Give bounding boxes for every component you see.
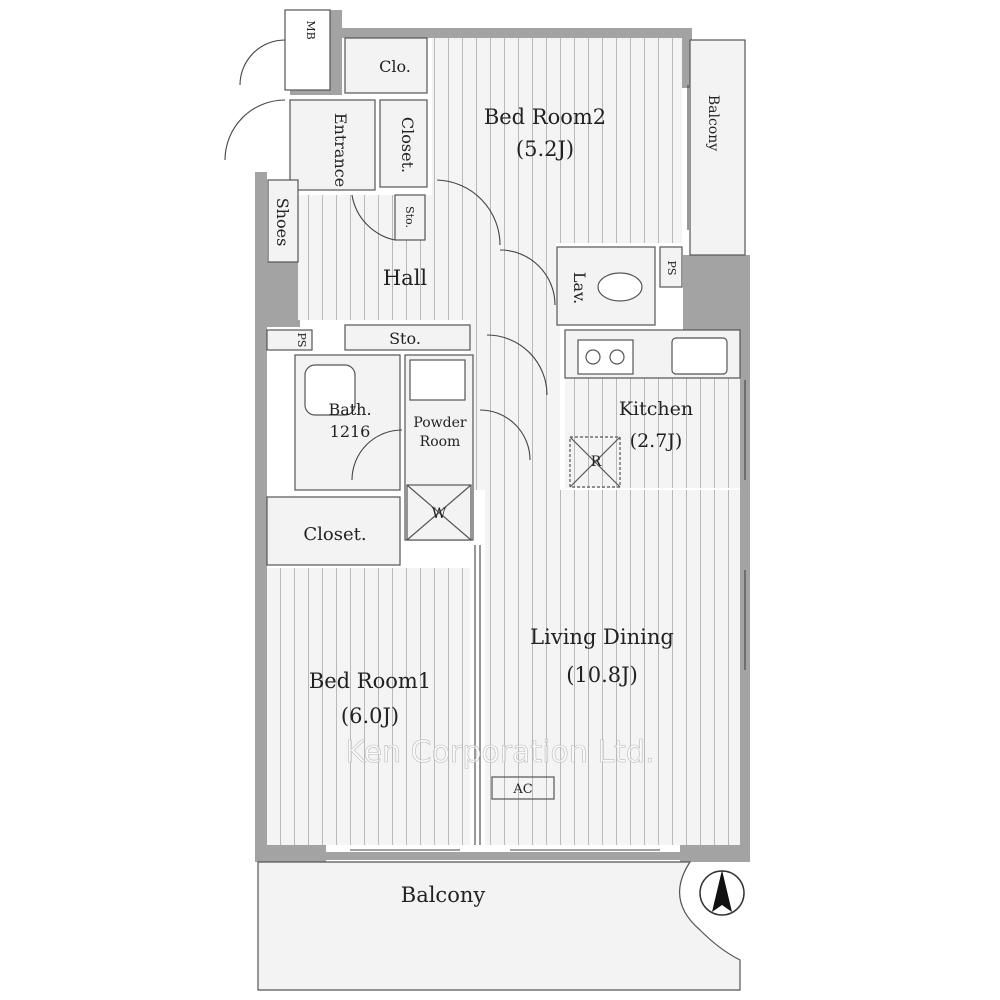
- hall-floor: [298, 195, 556, 320]
- kitchen-name: Kitchen: [619, 398, 693, 420]
- refrigerator-label: R: [591, 454, 602, 470]
- entrance: [289, 99, 376, 191]
- closet-top-label: Clo.: [379, 57, 411, 76]
- hall-label: Hall: [383, 266, 428, 290]
- closet-lower-label: Closet.: [303, 524, 366, 545]
- door-swing: [351, 429, 403, 481]
- closet-mid-label: Closet.: [398, 117, 417, 173]
- ps-right-label: PS: [665, 261, 678, 276]
- powder-room-label-2: Room: [420, 434, 461, 450]
- shoes-label: Shoes: [273, 198, 292, 247]
- refrigerator-space: [569, 436, 621, 488]
- balcony-bottom: [257, 861, 741, 991]
- door-swing: [436, 179, 501, 246]
- meter-box-label: MB: [304, 20, 317, 39]
- storage-hall-label: Sto.: [389, 329, 421, 348]
- balcony-side: [689, 39, 746, 256]
- vanity-icon: [409, 359, 466, 401]
- washer-label: W: [432, 506, 447, 522]
- bedroom1-name: Bed Room1: [309, 669, 431, 693]
- closet-top: [344, 37, 428, 94]
- storage-small: [394, 194, 426, 241]
- door-swing: [499, 249, 556, 306]
- door-swing: [486, 334, 548, 396]
- sink-icon: [671, 337, 728, 375]
- balcony-side-label: Balcony: [705, 95, 721, 151]
- toilet-icon: [597, 272, 643, 302]
- bedroom2-name: Bed Room2: [484, 105, 606, 129]
- storage-hall: [344, 324, 471, 351]
- floors: [267, 38, 740, 845]
- fixtures: [304, 272, 728, 541]
- kitchen-size: (2.7J): [630, 430, 683, 452]
- ac-unit: [491, 776, 555, 800]
- ps-left: [266, 329, 313, 351]
- north-arrow-icon: [699, 870, 745, 916]
- door-swing: [351, 194, 396, 241]
- ps-right: [659, 246, 683, 288]
- bedroom1-floor: [267, 568, 470, 845]
- shoes-cabinet: [267, 179, 299, 263]
- bathtub-icon: [304, 364, 356, 416]
- kitchen-floor: [565, 378, 740, 488]
- closet-lower: [266, 496, 401, 566]
- bedroom2-size: (5.2J): [516, 137, 574, 161]
- powder-room-label-1: Powder: [413, 415, 467, 431]
- living-floor: [485, 490, 740, 845]
- balcony-bottom-label: Balcony: [401, 883, 486, 907]
- living-dining-name: Living Dining: [530, 625, 674, 649]
- lavatory-label: Lav.: [570, 272, 589, 304]
- meter-box: [284, 9, 331, 91]
- door-swing: [239, 39, 286, 86]
- labels: Bed Room2 (5.2J) Clo. Closet. Entrance S…: [273, 20, 721, 907]
- corridor-floor: [470, 320, 560, 490]
- bath-label: Bath.: [328, 400, 371, 419]
- living-dining-size: (10.8J): [566, 663, 638, 687]
- bedroom1-size: (6.0J): [341, 704, 399, 728]
- watermark: Ken Corporation Ltd.: [346, 735, 655, 770]
- storage-small-label: Sto.: [403, 206, 416, 228]
- entrance-door: [224, 99, 286, 161]
- entrance-label: Entrance: [331, 113, 350, 187]
- ps-left-label: PS: [295, 333, 308, 348]
- bath-size: 1216: [330, 422, 371, 441]
- ac-label: AC: [512, 782, 532, 797]
- doors: [224, 39, 746, 851]
- closet-mid: [379, 99, 428, 188]
- door-swing: [479, 409, 531, 461]
